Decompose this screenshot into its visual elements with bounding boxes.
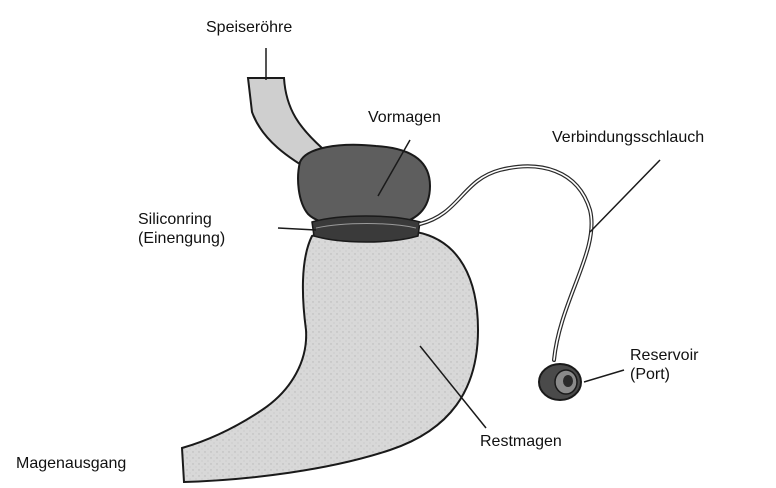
reservoir-port-shape: [539, 364, 581, 400]
silicone-ring-shape: [312, 216, 420, 242]
label-restmagen: Restmagen: [480, 432, 562, 451]
label-vormagen: Vormagen: [368, 108, 441, 127]
remaining-stomach-shape: [182, 228, 478, 482]
label-reservoir-line1: Reservoir: [630, 346, 698, 365]
label-siliconring-line1: Siliconring: [138, 210, 225, 229]
leader-reservoir: [584, 370, 624, 382]
leader-verbindungsschlauch: [590, 160, 660, 232]
label-magenausgang: Magenausgang: [16, 454, 126, 473]
label-speiseroehre: Speiseröhre: [206, 18, 292, 37]
label-reservoir-line2: (Port): [630, 365, 698, 384]
upper-pouch-shape: [298, 145, 430, 228]
label-siliconring: Siliconring (Einengung): [138, 210, 225, 248]
label-siliconring-line2: (Einengung): [138, 229, 225, 248]
label-reservoir: Reservoir (Port): [630, 346, 698, 384]
label-verbindungsschlauch: Verbindungsschlauch: [552, 128, 704, 147]
leader-siliconring: [278, 228, 316, 230]
